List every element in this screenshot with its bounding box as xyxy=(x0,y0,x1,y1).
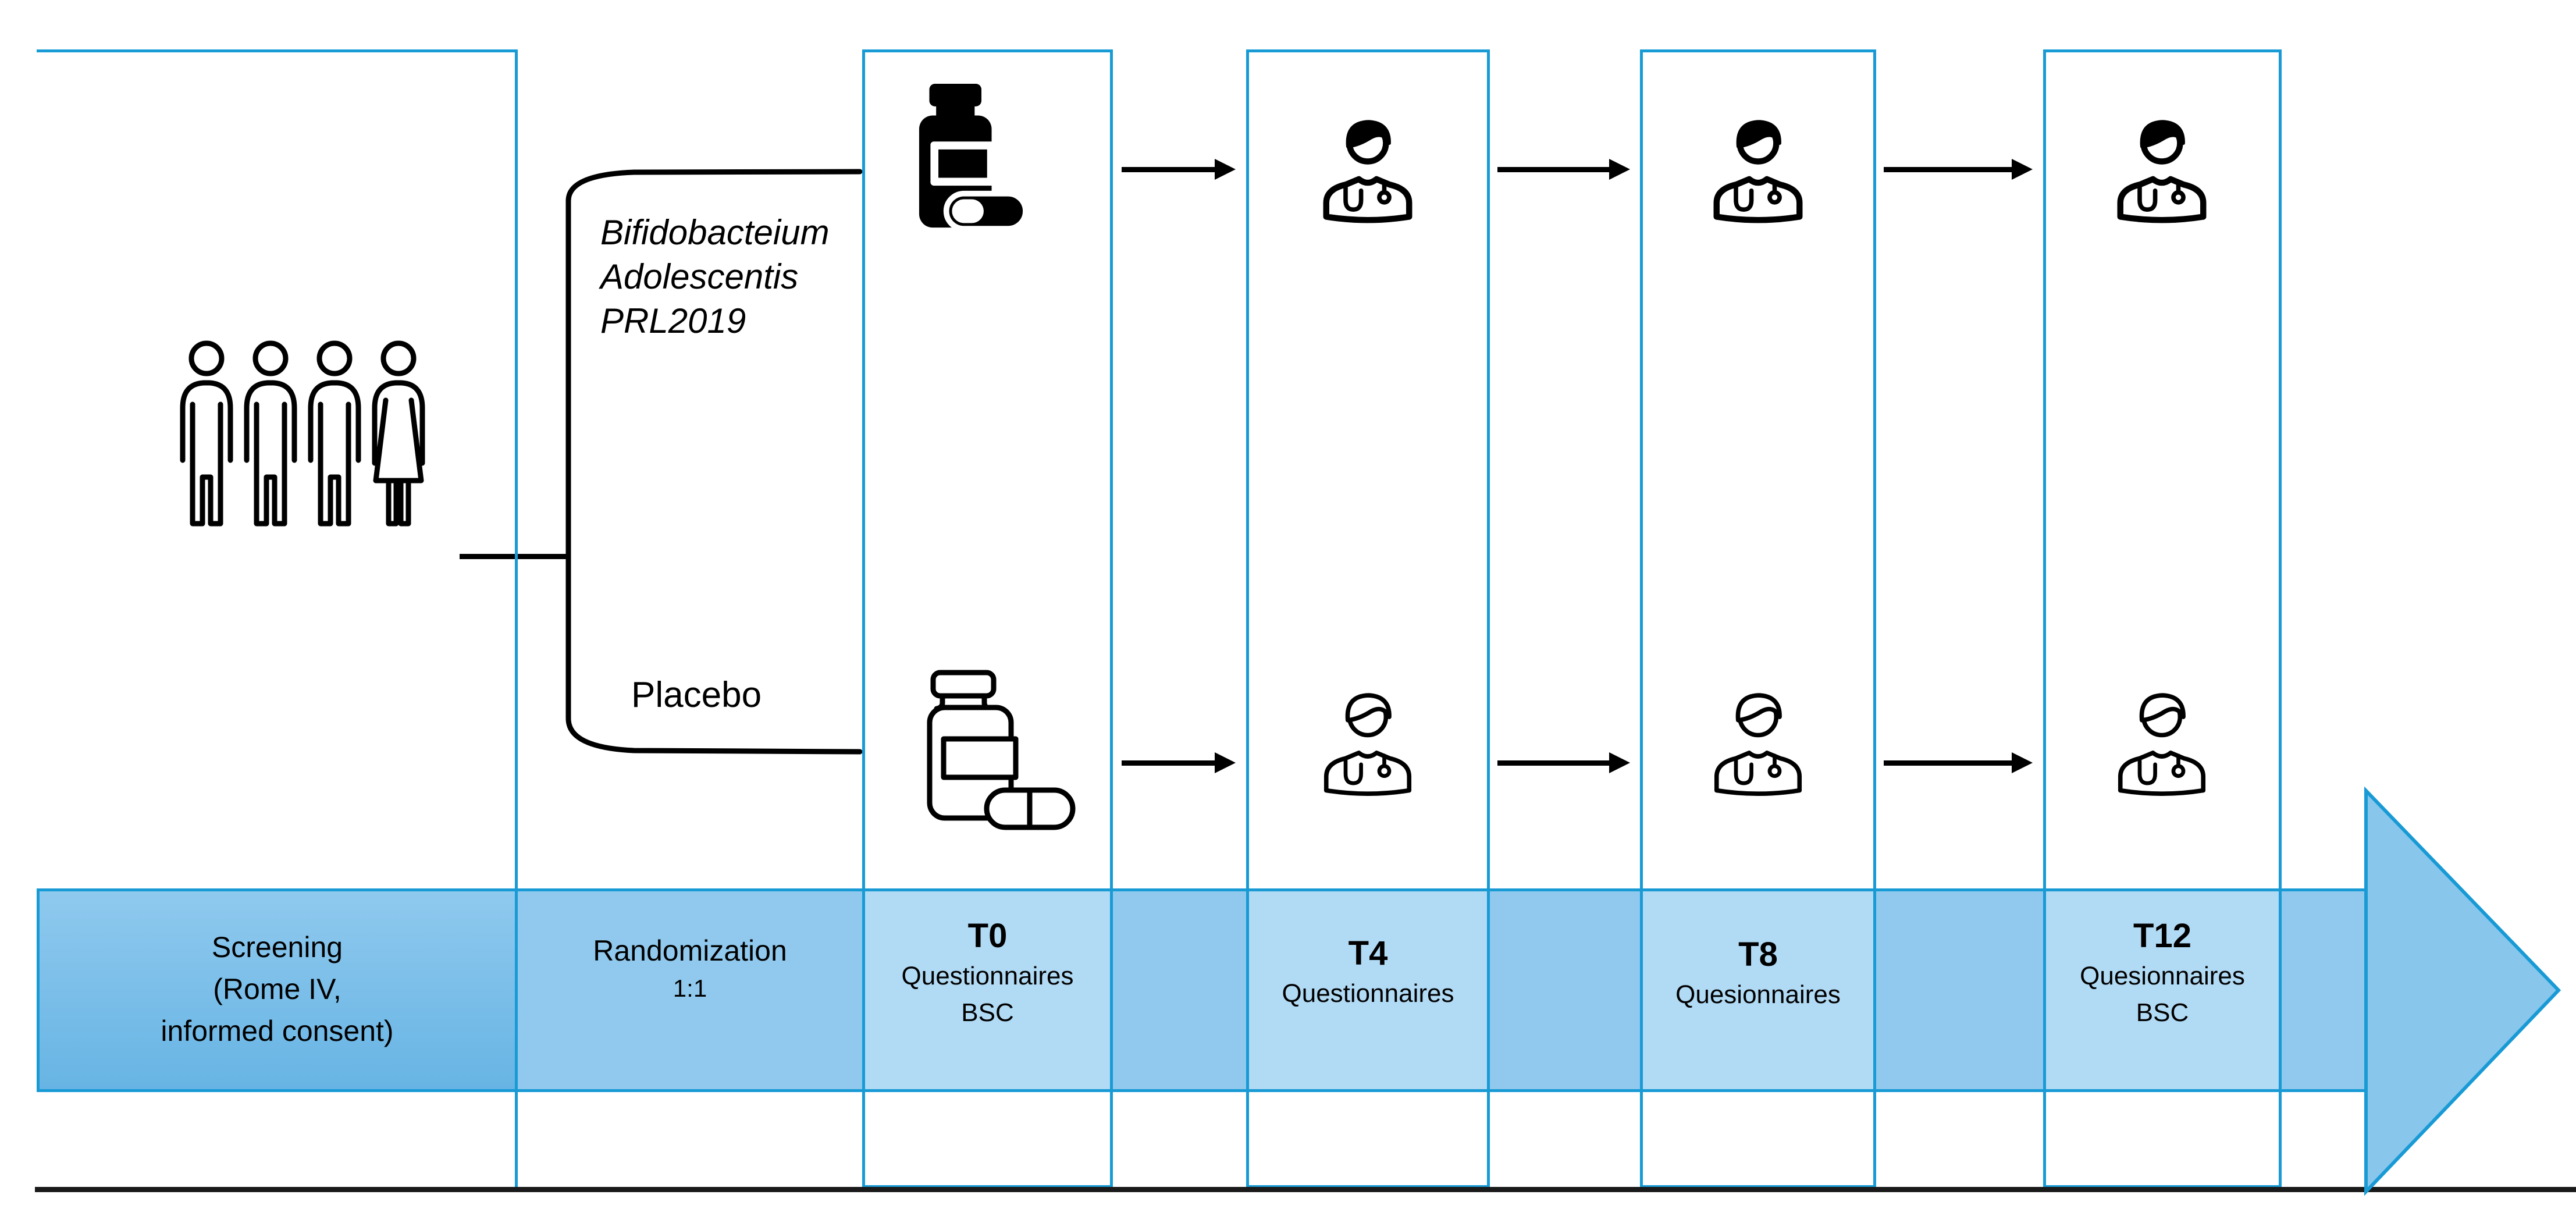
randomization-line1: Randomization xyxy=(593,934,787,967)
band-segment-t8 xyxy=(1640,888,1876,1092)
screening-line3: informed consent) xyxy=(161,1015,394,1047)
band-segment-t4 xyxy=(1246,888,1490,1092)
band-segment-gap xyxy=(1490,888,1640,1092)
arm-placebo-label: Placebo xyxy=(631,675,762,715)
baseline-rule xyxy=(35,1187,2576,1192)
t8-title: T8 xyxy=(1738,936,1778,973)
column-t12 xyxy=(2043,49,2282,1188)
doctor-filled-icon xyxy=(1323,120,1412,223)
doctor-outline-icon xyxy=(2118,693,2206,796)
band-segment-gap xyxy=(1113,888,1246,1092)
right-arrow-icon xyxy=(1122,752,1236,773)
band-segment-t0 xyxy=(862,888,1113,1092)
t12-title: T12 xyxy=(2133,917,2191,955)
band-segment-randomization xyxy=(518,888,862,1092)
randomization-bracket xyxy=(565,169,863,755)
right-arrow-icon xyxy=(1497,159,1630,180)
stage-randomization-label: Randomization 1:1 xyxy=(518,930,862,1005)
t4-title: T4 xyxy=(1348,934,1388,972)
band-segment-gap xyxy=(1876,888,2043,1092)
column-screening xyxy=(37,49,518,1188)
stage-t0-label: T0 Questionnaires BSC xyxy=(862,915,1113,1031)
right-arrow-icon xyxy=(1884,159,2033,180)
screening-line2: (Rome IV, xyxy=(213,973,341,1005)
right-arrow-icon xyxy=(1122,159,1236,180)
screening-line1: Screening xyxy=(211,931,343,963)
doctor-filled-icon xyxy=(2117,120,2207,223)
band-segment-t12 xyxy=(2043,888,2282,1092)
pill-bottle-filled-icon xyxy=(919,83,1029,232)
stage-screening-label: Screening (Rome IV, informed consent) xyxy=(37,926,518,1052)
doctor-outline-icon xyxy=(1714,693,1802,796)
arm-probiotic-label: Bifidobacteium Adolescentis PRL2019 xyxy=(600,211,874,343)
arm-probiotic-line3: PRL2019 xyxy=(600,301,746,340)
arm-probiotic-line1: Bifidobacteium xyxy=(600,213,830,252)
randomization-ratio: 1:1 xyxy=(673,975,707,1002)
t12-line2: Quesionnaires xyxy=(2080,962,2245,990)
t0-title: T0 xyxy=(967,917,1008,955)
band-segment-gap xyxy=(2282,888,2369,1092)
pill-bottle-outline-icon xyxy=(927,670,1076,830)
stage-t4-label: T4 Questionnaires xyxy=(1246,932,1490,1012)
column-t0 xyxy=(862,49,1113,1188)
stage-t12-label: T12 Quesionnaires BSC xyxy=(2043,915,2282,1031)
people-group-icon xyxy=(180,340,425,527)
big-right-arrow-head xyxy=(2364,786,2561,1196)
t0-line2: Questionnaires xyxy=(901,962,1074,990)
t4-line2: Questionnaires xyxy=(1282,979,1454,1008)
stage-t8-label: T8 Quesionnaires xyxy=(1640,933,1876,1013)
column-t8 xyxy=(1640,49,1876,1188)
t8-line2: Quesionnaires xyxy=(1675,980,1841,1009)
doctor-outline-icon xyxy=(1323,693,1412,796)
right-arrow-icon xyxy=(1884,752,2033,773)
right-arrow-icon xyxy=(1497,752,1630,773)
t0-line3: BSC xyxy=(961,998,1014,1027)
column-t4 xyxy=(1246,49,1490,1188)
arm-probiotic-line2: Adolescentis xyxy=(600,257,799,296)
doctor-filled-icon xyxy=(1713,120,1803,223)
t12-line3: BSC xyxy=(2136,998,2189,1027)
